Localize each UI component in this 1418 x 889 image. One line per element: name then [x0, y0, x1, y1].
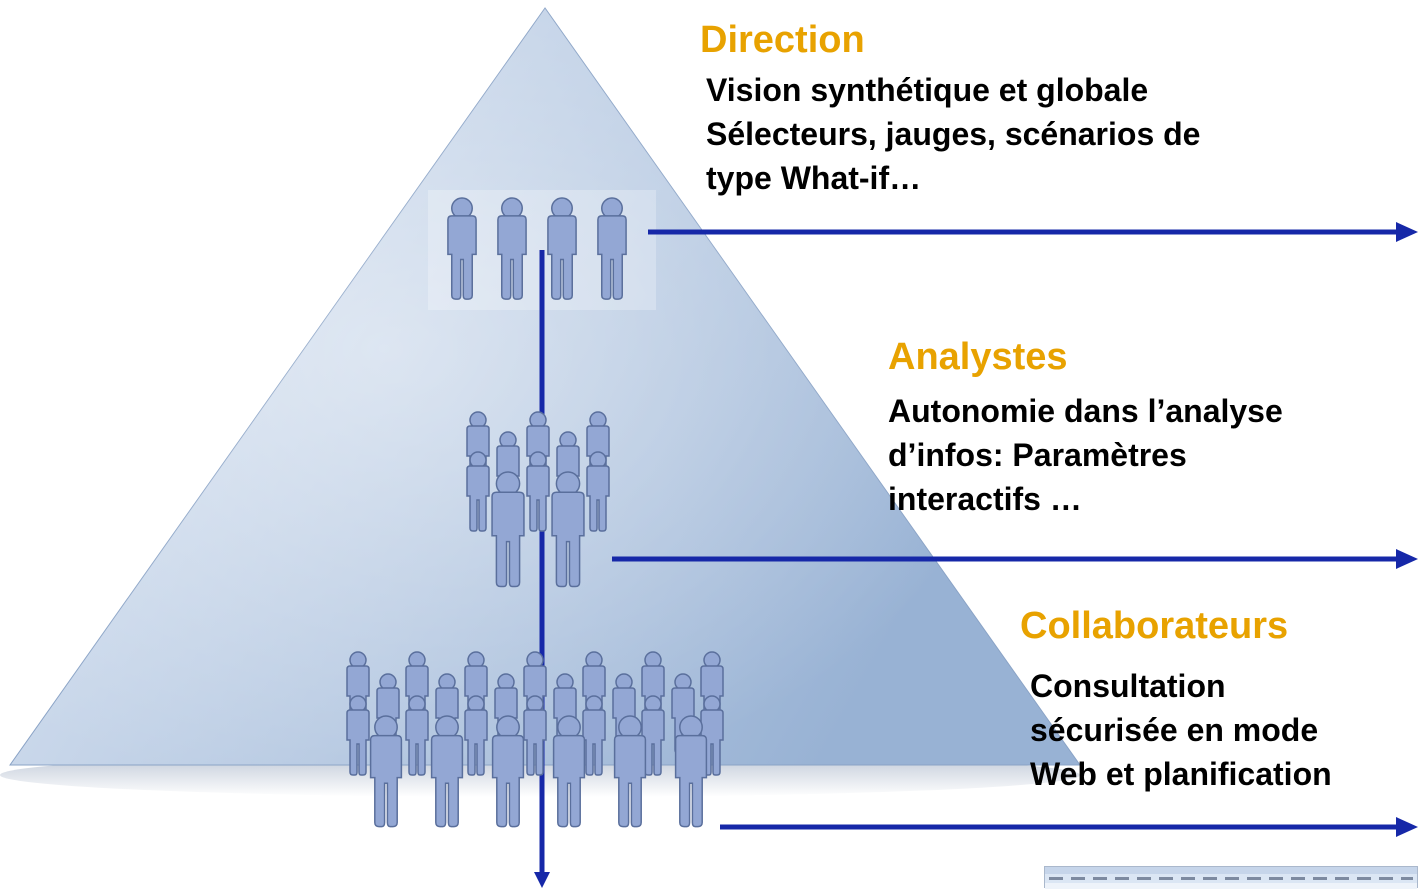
- direction-line: Sélecteurs, jauges, scénarios de: [706, 116, 1201, 152]
- collaborateurs-line: Web et planification: [1030, 756, 1332, 792]
- direction-line: type What-if…: [706, 160, 922, 196]
- collaborateurs-line: sécurisée en mode: [1030, 712, 1319, 748]
- collaborateurs-line: Consultation: [1030, 668, 1226, 704]
- collaborateurs-arrowhead: [1396, 817, 1418, 837]
- analystes-line: d’infos: Paramètres: [888, 437, 1187, 473]
- direction-arrowhead: [1396, 222, 1418, 242]
- pyramid-highlight: [10, 8, 1080, 765]
- analystes-description: Autonomie dans l’analyse d’infos: Paramè…: [888, 389, 1283, 521]
- collaborateurs-heading: Collaborateurs: [1020, 605, 1289, 647]
- analystes-line: Autonomie dans l’analyse: [888, 393, 1283, 429]
- down-arrowhead: [534, 872, 550, 888]
- collaborateurs-description: Consultation sécurisée en mode Web et pl…: [1030, 664, 1332, 796]
- analystes-heading: Analystes: [888, 336, 1068, 378]
- direction-description: Vision synthétique et globale Sélecteurs…: [706, 68, 1200, 200]
- analystes-line: interactifs …: [888, 481, 1082, 517]
- direction-line: Vision synthétique et globale: [706, 72, 1149, 108]
- analystes-arrowhead: [1396, 549, 1418, 569]
- application-window-icon: [1044, 866, 1418, 889]
- direction-heading: Direction: [700, 19, 865, 61]
